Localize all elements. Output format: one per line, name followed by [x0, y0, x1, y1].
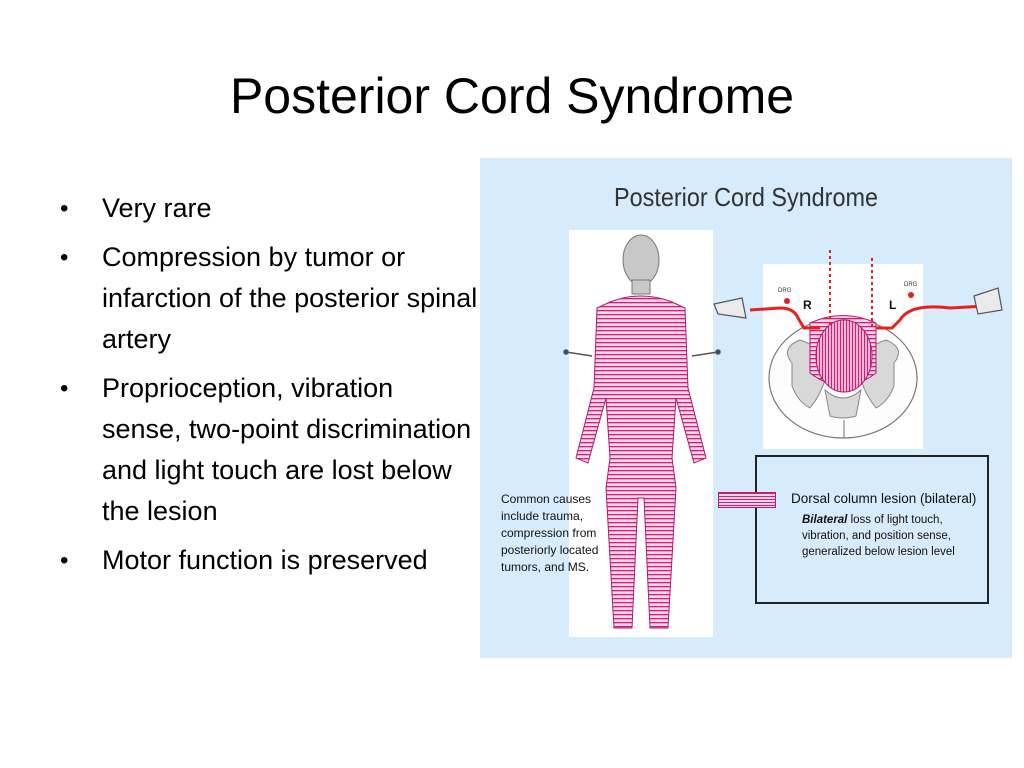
bullet-text: Very rare [102, 193, 212, 223]
dorsal-root-lines [749, 304, 987, 330]
legend-desc-bold: Bilateral [802, 514, 848, 526]
legend-box [755, 455, 989, 604]
drg-label: DRG [778, 288, 792, 294]
bullet-dot-icon: • [60, 547, 69, 574]
label-left: L [889, 298, 897, 312]
bullet-text: Compression by tumor or infarction of th… [102, 242, 478, 354]
diagram-figure: Posterior Cord Syndrome [480, 158, 1012, 658]
bullet-text: Motor function is preserved [102, 545, 428, 575]
legend-title: Dorsal column lesion (bilateral) [791, 491, 977, 506]
probe-icon [563, 349, 721, 357]
diagram-drawing [563, 234, 1003, 629]
legend-desc-rest: loss of light touch, vibration, and posi… [802, 514, 955, 558]
bullet-dot-icon: • [60, 375, 69, 402]
bullet-item: • Very rare [58, 188, 478, 229]
bullet-item: • Proprioception, vibration sense, two-po… [58, 368, 478, 532]
bullet-item: • Motor function is preserved [58, 540, 478, 581]
figure-title: Posterior Cord Syndrome [613, 182, 879, 212]
label-right: R [803, 298, 812, 312]
drg-left-icon [908, 292, 914, 298]
lesion-level-lines [829, 250, 873, 328]
bullet-text: Proprioception, vibration sense, two-poi… [102, 373, 472, 526]
drg-label: DRG [904, 282, 918, 288]
bullet-item: • Compression by tumor or infarction of t… [58, 237, 478, 360]
bullet-dot-icon: • [60, 195, 69, 222]
bullet-list: • Very rare • Compression by tumor or infa… [58, 188, 478, 589]
nerve-probe-icon [713, 287, 1003, 319]
human-body-figure [575, 234, 707, 629]
slide-title: Posterior Cord Syndrome [229, 68, 795, 124]
common-causes-text: Common causes include trauma, compressio… [501, 492, 599, 574]
legend-swatch [718, 492, 776, 508]
legend-description: Bilateral loss of light touch, vibration… [802, 512, 987, 560]
drg-right-icon [784, 298, 790, 304]
bullet-dot-icon: • [60, 244, 69, 271]
spinal-cord-cross-section [768, 315, 918, 439]
